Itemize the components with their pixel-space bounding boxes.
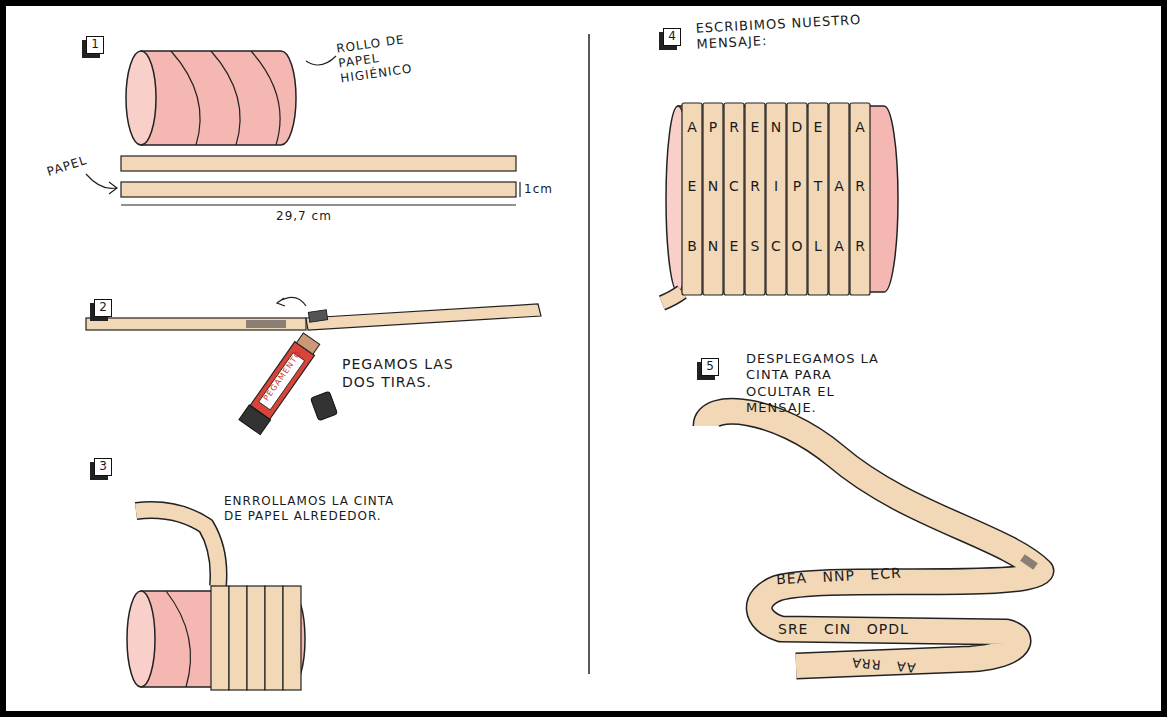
glued-strips — [86, 297, 541, 330]
wound-band — [850, 103, 870, 295]
message-roll — [662, 292, 682, 303]
glued-strips — [277, 297, 306, 306]
glue-cap — [310, 391, 337, 420]
message-letter: A — [682, 119, 702, 137]
step-number-box: 3 — [94, 458, 112, 476]
step-number-box: 5 — [701, 358, 719, 376]
part-label: ROLLO DE PAPEL HIGIÉNICO — [335, 27, 450, 87]
wound-roll — [136, 510, 219, 586]
message-letter: N — [703, 238, 723, 256]
message-letter: R — [745, 178, 765, 196]
step-instruction: PEGAMOS LAS DOS TIRAS. — [342, 356, 462, 391]
message-letter: L — [808, 238, 828, 256]
wound-roll — [229, 586, 247, 690]
wound-roll — [265, 586, 283, 690]
paper-strips — [121, 156, 516, 171]
message-letter: S — [745, 238, 765, 256]
toilet-roll — [141, 51, 296, 145]
step-number-box: 1 — [86, 36, 104, 54]
toilet-roll — [211, 51, 240, 145]
wound-roll — [283, 586, 301, 690]
message-letter: R — [724, 119, 744, 137]
message-letter: R — [850, 238, 870, 256]
wound-band — [745, 103, 765, 295]
step-number-box: 2 — [94, 299, 112, 317]
toilet-roll — [126, 51, 156, 145]
step-instruction: ENRROLLAMOS LA CINTA DE PAPEL ALREDEDOR. — [224, 494, 404, 524]
glue-stick — [239, 405, 271, 435]
glue-stick — [239, 331, 322, 434]
step-number: 5 — [706, 359, 714, 373]
wound-roll — [247, 586, 265, 690]
leader-line — [306, 56, 336, 65]
dimension-label: 1cm — [524, 182, 574, 197]
step-number: 4 — [668, 29, 676, 43]
wound-roll — [166, 591, 191, 687]
unfolded-strip — [1020, 554, 1038, 570]
message-letter: B — [682, 238, 702, 256]
wound-bands — [682, 103, 870, 295]
message-letter: E — [724, 238, 744, 256]
wound-band — [829, 103, 849, 295]
wound-band — [808, 103, 828, 295]
step-number: 1 — [91, 37, 99, 51]
dimension-label: 29,7 cm — [276, 209, 356, 224]
step-number-box: 4 — [663, 28, 681, 46]
message-letter: R — [850, 178, 870, 196]
wound-band — [766, 103, 786, 295]
glued-strips — [86, 318, 306, 330]
paper-strips — [121, 156, 516, 197]
message-letter: D — [787, 119, 807, 137]
message-letter: E — [745, 119, 765, 137]
illustration — [6, 6, 1167, 717]
dimension-line — [121, 204, 516, 205]
toilet-roll — [171, 51, 200, 145]
message-letter: C — [766, 238, 786, 256]
divider-line — [588, 34, 590, 674]
step-instruction: ESCRIBIMOS NUESTRO MENSAJE: — [695, 11, 876, 53]
glued-strips — [246, 320, 286, 328]
wound-band — [682, 103, 702, 295]
glue-cap — [310, 391, 337, 420]
wound-band — [703, 103, 723, 295]
message-letter: E — [682, 178, 702, 196]
cipher-text: SRE CIN OPDL — [778, 621, 1058, 639]
message-letter: N — [766, 119, 786, 137]
message-letter: I — [766, 178, 786, 196]
dimension-line — [519, 182, 520, 197]
message-letter: P — [787, 178, 807, 196]
glued-strips — [306, 304, 541, 330]
step-number: 2 — [99, 300, 107, 314]
wound-roll — [127, 591, 155, 687]
wound-roll — [211, 586, 229, 690]
step-number: 3 — [99, 459, 107, 473]
message-letter: A — [850, 119, 870, 137]
wound-band — [724, 103, 744, 295]
message-letter: T — [808, 178, 828, 196]
message-letter: N — [703, 178, 723, 196]
glued-strips — [308, 310, 327, 322]
wound-band — [787, 103, 807, 295]
message-letter: P — [703, 119, 723, 137]
message-letter: O — [787, 238, 807, 256]
toilet-roll — [251, 51, 280, 145]
paper-strips — [121, 182, 516, 197]
message-letter: E — [808, 119, 828, 137]
message-letter: C — [724, 178, 744, 196]
message-letter: A — [829, 238, 849, 256]
message-letter: A — [829, 178, 849, 196]
step-instruction: DESPLEGAMOS LA CINTA PARA OCULTAR EL MEN… — [746, 351, 896, 416]
message-roll — [662, 292, 682, 303]
pointer-arrow — [86, 174, 117, 194]
wound-roll — [127, 510, 305, 690]
wound-roll — [136, 510, 219, 586]
part-label: PAPEL — [45, 147, 107, 180]
toilet-roll — [126, 51, 296, 145]
